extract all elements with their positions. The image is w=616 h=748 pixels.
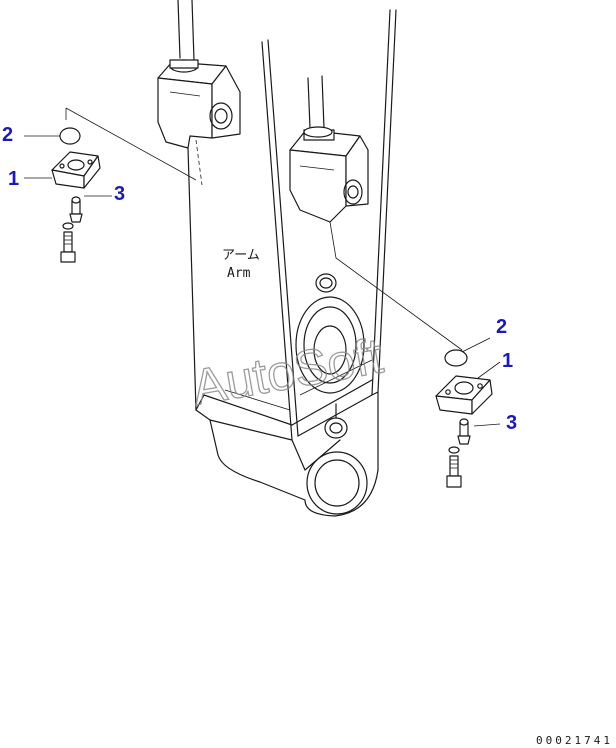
document-number: 00021741	[536, 734, 613, 747]
flange-plate-right	[435, 375, 493, 415]
arm-body	[187, 9, 397, 517]
callout-1-right: 1	[502, 350, 513, 372]
leader-lines	[24, 107, 501, 427]
callout-2-left: 2	[2, 124, 13, 146]
grease-fitting-right	[457, 418, 471, 445]
flange-plate-left	[51, 151, 101, 189]
hose-block-lower	[289, 75, 369, 223]
callout-numbers: 2 1 3 2 1 3	[2, 124, 517, 434]
o-ring-seal-left	[59, 127, 81, 145]
watermark: AutoSoft	[188, 327, 387, 415]
grease-fitting-left	[69, 196, 83, 223]
arm-label-japanese: アーム	[222, 248, 260, 263]
bolt-left	[60, 231, 76, 263]
bolt-right	[446, 455, 462, 488]
callout-3-right: 3	[506, 412, 517, 434]
hose-block-upper	[157, 0, 241, 186]
callout-3-left: 3	[114, 183, 125, 205]
left-parts-set	[51, 127, 101, 263]
washer-left	[62, 222, 74, 230]
o-ring-seal-right	[444, 349, 468, 367]
arm-label-english: Arm	[227, 266, 251, 281]
washer-right	[448, 446, 460, 454]
callout-1-left: 1	[8, 168, 19, 190]
callout-2-right: 2	[496, 316, 507, 338]
right-parts-set	[435, 349, 493, 488]
